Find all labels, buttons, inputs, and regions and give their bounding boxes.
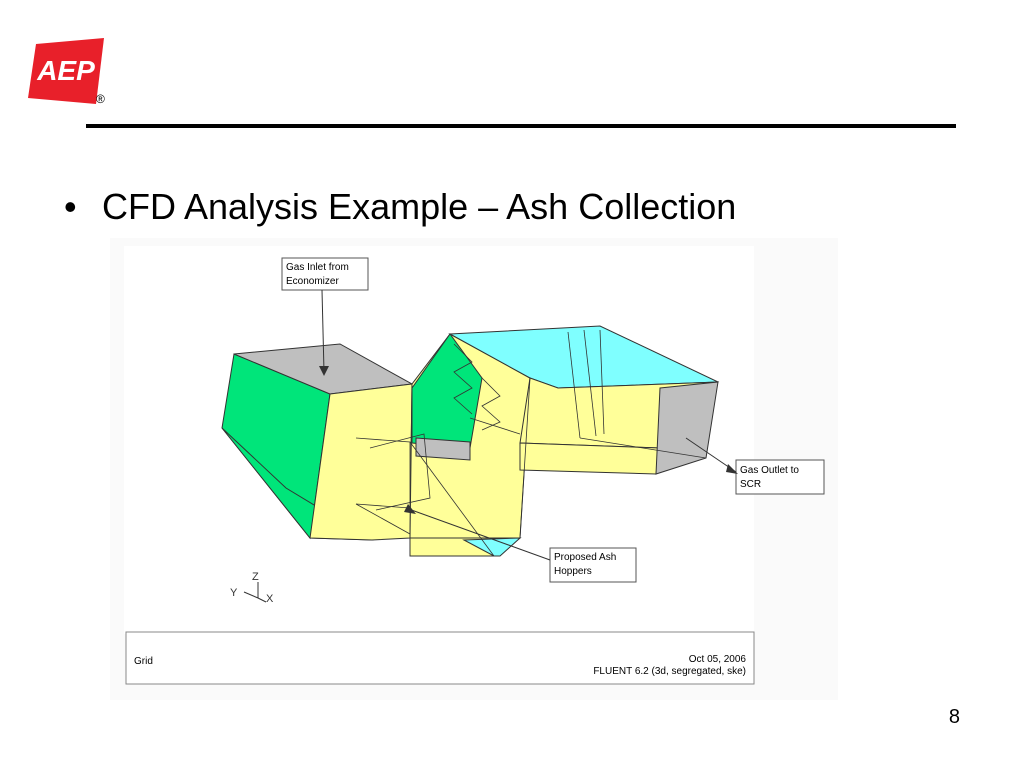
middle-gray-opening (415, 437, 471, 461)
callout-hoppers-leader (405, 507, 551, 561)
callout-outlet-line1: Gas Outlet to (740, 465, 799, 476)
logo-text: AEP (36, 55, 95, 86)
middle-green-face (411, 333, 483, 449)
cfd-grid-figure: Gas Inlet from Economizer Gas Outlet to … (110, 238, 838, 700)
page-number: 8 (948, 706, 960, 728)
callout-inlet-arrowhead (319, 366, 329, 376)
axis-x-label: X (266, 593, 274, 605)
inlet-front-yellow-face (309, 383, 413, 541)
header-rule (86, 124, 956, 128)
aep-logo: AEP (28, 38, 104, 104)
callout-outlet-arrowhead (726, 464, 738, 474)
internal-grid-lines (355, 329, 707, 557)
callout-hoppers-line2: Hoppers (554, 566, 592, 577)
callout-inlet-line2: Economizer (286, 276, 339, 287)
callout-inlet-leader (321, 289, 325, 373)
callout-hoppers-arrowhead (404, 504, 416, 514)
axis-triad (243, 582, 267, 603)
registered-mark: ® (96, 92, 105, 106)
footer-grid-label: Grid (134, 656, 153, 667)
bullet-item: • CFD Analysis Example – Ash Collection (64, 186, 736, 228)
bullet-text: CFD Analysis Example – Ash Collection (102, 186, 737, 227)
footer-date: Oct 05, 2006 (689, 654, 747, 665)
callout-hoppers-line1: Proposed Ash (554, 552, 616, 563)
callout-inlet-line1: Gas Inlet from (286, 262, 349, 273)
callout-outlet-line2: SCR (740, 479, 761, 490)
ash-hopper-cyan (462, 537, 522, 557)
axis-y-label: Y (230, 587, 238, 599)
footer-solver: FLUENT 6.2 (3d, segregated, ske) (593, 666, 746, 677)
axis-z-label: Z (252, 571, 259, 583)
bullet-symbol: • (64, 186, 77, 227)
